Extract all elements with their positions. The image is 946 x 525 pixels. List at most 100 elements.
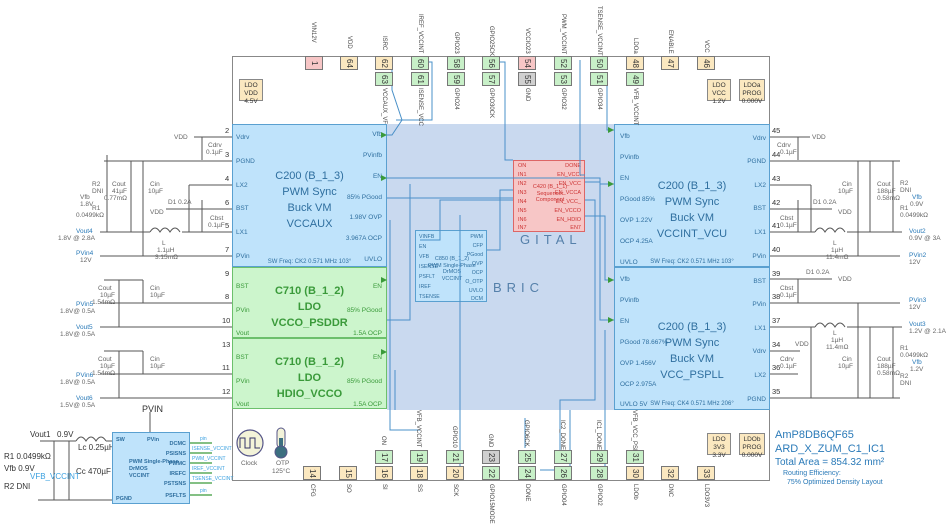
block-vcco-psddr[interactable]: C710 (B_1_2) LDO VCCO_PSDDR BST PVin Vou…	[232, 267, 387, 338]
ldo3v3-l2: 3V3	[713, 444, 725, 451]
ldoa-prog-box[interactable]: LDOa PROG 0.000V	[739, 79, 765, 105]
pin-59[interactable]: 59	[447, 72, 465, 86]
pin-label: Vfb	[620, 133, 630, 140]
pin-57[interactable]: 57	[482, 72, 500, 86]
clock-label: Clock	[241, 460, 258, 467]
external-drmos-block[interactable]: SW PVin PGND PWM Single-Phase DrMOS VCCI…	[112, 432, 190, 504]
pin-53[interactable]: 53	[554, 72, 572, 86]
pin-33[interactable]: 33	[697, 466, 715, 480]
pin-60-label: IREF_VCCINT	[417, 14, 423, 54]
pin-label: EN	[372, 283, 382, 290]
ldob-l3: 0.000V	[741, 452, 763, 459]
ext-net: TSENSE_VCCINT	[192, 476, 234, 482]
pin-26[interactable]: 26	[554, 466, 572, 480]
ldo-vcc-box[interactable]: LDO VCC 1.2V	[707, 79, 731, 105]
digital-label: GITAL	[520, 232, 582, 247]
pin-29[interactable]: 29	[590, 450, 608, 464]
block-vccint-vcu[interactable]: C200 (B_1_3) PWM Sync Buck VM VCCINT_VCU…	[614, 124, 770, 267]
pin-46[interactable]: 46	[697, 56, 715, 70]
pin-num: 38	[772, 292, 781, 301]
ldo-vdd-l2: VDD	[244, 90, 258, 97]
sequencer-block[interactable]: ON IN1 IN2 IN3 IN4 IN5 IN6 IN7 DONE EN_V…	[513, 160, 585, 232]
pin-64[interactable]: 64	[340, 56, 358, 70]
ext-center-2: DrMOS	[129, 466, 148, 472]
rt-cdrv: Cdrv	[777, 142, 791, 149]
pin-1[interactable]: 1	[305, 56, 323, 70]
pin-58[interactable]: 58	[447, 56, 465, 70]
pin-label: PGood 85%	[620, 196, 656, 203]
pin-num: 12	[222, 387, 231, 396]
ext-pin: PSFLTS	[165, 493, 186, 499]
pin-55[interactable]: 55	[518, 72, 536, 86]
block-vcc-pspll[interactable]: C200 (B_1_3) PWM Sync Buck VM VCC_PSPLL …	[614, 267, 770, 410]
pin-label: PVin	[236, 253, 250, 260]
pspll-title-3: Buck VM	[669, 353, 714, 365]
pin-28[interactable]: 28	[590, 466, 608, 480]
pin-16[interactable]: 16	[375, 466, 393, 480]
pin-49[interactable]: 49	[626, 72, 644, 86]
pin-24[interactable]: 24	[518, 466, 536, 480]
pin-52[interactable]: 52	[554, 56, 572, 70]
lt-l-dcr: 3.15mΩ	[155, 254, 178, 261]
pin-label: LX1	[754, 325, 766, 332]
pin-label: BST	[236, 354, 249, 361]
vccaux-title-2: PWM Sync	[282, 186, 337, 198]
pin-60[interactable]: 60	[411, 56, 429, 70]
ldo-vdd-box[interactable]: LDO VDD 4.5V	[239, 79, 263, 105]
pin-30-label: LDOb	[632, 484, 638, 500]
pin-num: 7	[225, 245, 230, 254]
pin-54[interactable]: 54	[518, 56, 536, 70]
pin-num: 40	[772, 245, 781, 254]
pin-48[interactable]: 48	[626, 56, 644, 70]
pin-21[interactable]: 21	[446, 450, 464, 464]
pin-17[interactable]: 17	[375, 450, 393, 464]
pwm-phase-block[interactable]: VINFB EN VFB ISENSE PSFLT IREF TSENSE PW…	[415, 230, 487, 302]
pin-18-label: SS	[416, 484, 422, 493]
pin-51[interactable]: 51	[590, 72, 608, 86]
pin-56[interactable]: 56	[482, 56, 500, 70]
rb-cdrv-val: 0.1µF	[780, 363, 797, 370]
pin-label: Vdrv	[752, 135, 766, 142]
pin-num: 44	[772, 150, 781, 159]
ext-vfb: Vfb 0.9V	[4, 464, 35, 473]
pwm-output: OVP	[472, 261, 483, 267]
pin-61[interactable]: 61	[411, 72, 429, 86]
pin-22[interactable]: 22	[482, 466, 500, 480]
pin-label: EN	[372, 354, 382, 361]
ldob-prog-box[interactable]: LDOb PROG 0.000V	[739, 433, 765, 459]
pin-num: 10	[222, 316, 231, 325]
pin-label: OVP 1.456V	[620, 360, 657, 367]
pin-15[interactable]: 15	[339, 466, 357, 480]
pin-14[interactable]: 14	[303, 466, 321, 480]
pin-20[interactable]: 20	[446, 466, 464, 480]
rb-vdd: VDD	[838, 276, 852, 283]
pin-47[interactable]: 47	[661, 56, 679, 70]
pin-32[interactable]: 32	[661, 466, 679, 480]
pin-25[interactable]: 25	[518, 450, 536, 464]
lt-l: L	[162, 240, 166, 247]
pin-19[interactable]: 19	[410, 450, 428, 464]
seq-input: IN1	[518, 172, 527, 178]
block-hdio-vcco[interactable]: C710 (B_1_2) LDO HDIO_VCCO BST PVin Vout…	[232, 338, 387, 409]
pin-num: 4	[225, 174, 230, 183]
block-vccaux[interactable]: C200 (B_1_3) PWM Sync Buck VM VCCAUX Vdr…	[232, 124, 387, 267]
pin-label: 85% PGood	[346, 194, 382, 201]
pin-50[interactable]: 50	[590, 56, 608, 70]
rb-vout: Vout3	[909, 321, 926, 328]
pin-27[interactable]: 27	[554, 450, 572, 464]
pin-label: Vfb	[372, 131, 382, 138]
seq-input: IN3	[518, 190, 527, 196]
pin-62[interactable]: 62	[375, 56, 393, 70]
pin-31[interactable]: 31	[626, 450, 644, 464]
ldo-3v3-box[interactable]: LDO 3V3 3.3V	[707, 433, 731, 459]
pin-63[interactable]: 63	[375, 72, 393, 86]
pin-23[interactable]: 23	[482, 450, 500, 464]
vcu-footer: SW Freq: CK2 0.571 MHz 103°	[650, 259, 734, 265]
pin-18[interactable]: 18	[410, 466, 428, 480]
pin-32-label: DNC	[667, 484, 673, 497]
pin-label: PVinfb	[620, 154, 640, 161]
design-name: ARD_X_ZUM_C1_IC1	[775, 443, 886, 455]
rb-cbst-val: 0.1µF	[780, 292, 797, 299]
pin-30[interactable]: 30	[626, 466, 644, 480]
ldo-vdd-l3: 4.5V	[244, 98, 258, 105]
